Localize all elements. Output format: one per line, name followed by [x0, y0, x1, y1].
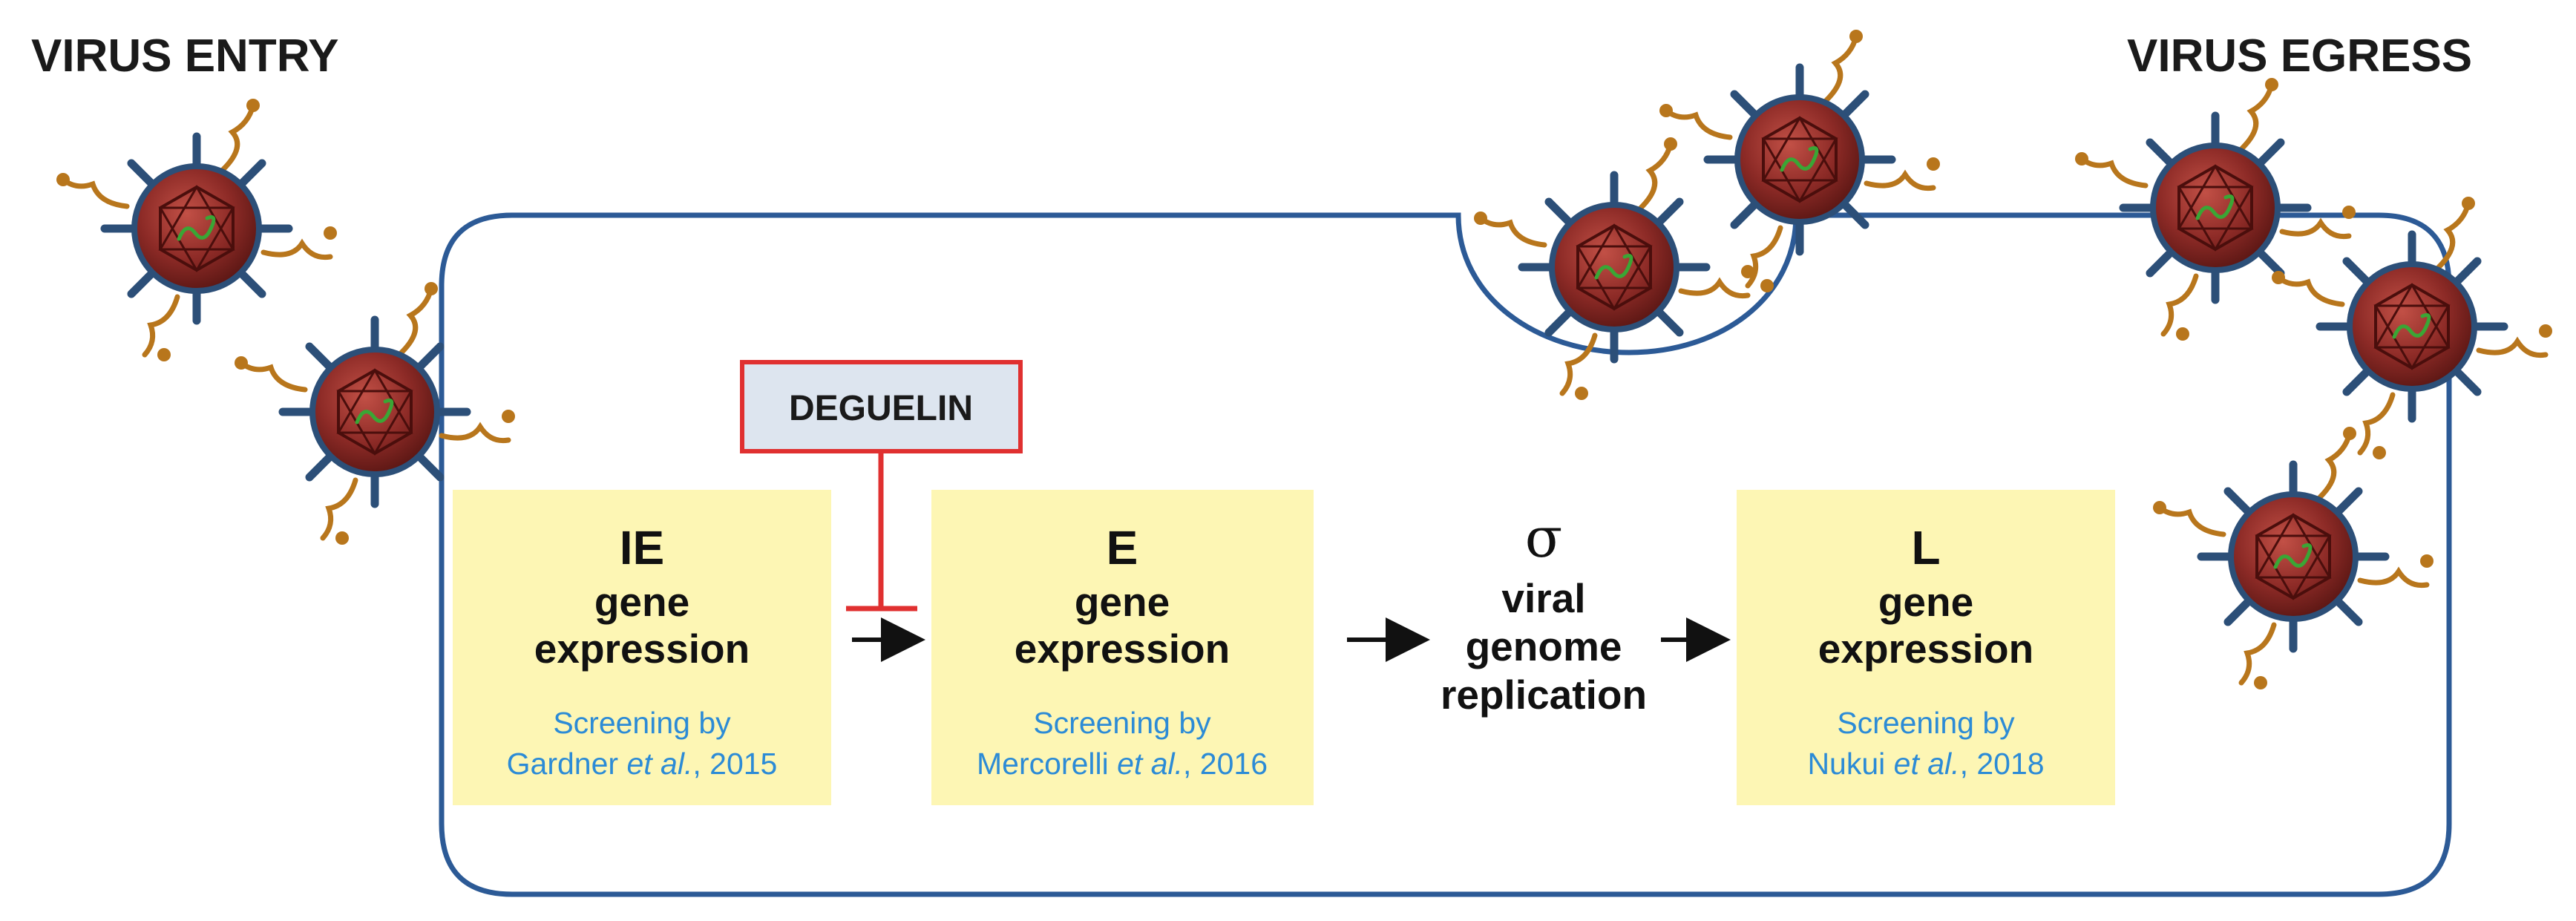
stage-line2: expression	[1015, 626, 1230, 672]
stage-box	[1737, 490, 2115, 805]
virion-icon	[1659, 30, 1940, 292]
stage-line2: expression	[1818, 626, 2033, 672]
reference-line2: Mercorelli et al., 2016	[977, 747, 1268, 781]
reference-line2: Gardner et al., 2015	[507, 747, 778, 781]
virion-icon	[1474, 137, 1754, 400]
inhibition-marker	[846, 451, 917, 612]
sigma-symbol: σ	[1525, 506, 1563, 570]
stage-line1: gene	[1075, 579, 1170, 625]
replication-line1: viral	[1501, 575, 1585, 621]
reference-line1: Screening by	[553, 706, 731, 740]
stage-box	[453, 490, 831, 805]
cell-membrane	[439, 212, 2452, 897]
virion-icon	[2272, 197, 2552, 459]
stage-ie: IE gene expression Screening by Gardner …	[453, 490, 831, 805]
deguelin-label: DEGUELIN	[789, 389, 973, 428]
stage-letter: L	[1911, 521, 1940, 574]
replication-line3: replication	[1441, 672, 1647, 718]
virion-icon	[2153, 427, 2434, 689]
reference-line1: Screening by	[1033, 706, 1211, 740]
stage-line1: gene	[594, 579, 689, 625]
virus-entry-label: VIRUS ENTRY	[31, 30, 339, 82]
stage-box	[931, 490, 1314, 805]
stage-letter: E	[1107, 521, 1138, 574]
virion-icon	[56, 99, 337, 361]
stage-l: L gene expression Screening by Nukui et …	[1737, 490, 2115, 805]
virion-icon	[2075, 78, 2356, 341]
stage-e: E gene expression Screening by Mercorell…	[931, 490, 1314, 805]
stage-line2: expression	[534, 626, 750, 672]
reference-line2: Nukui et al., 2018	[1807, 747, 2044, 781]
genome-replication: σ viral genome replication	[1441, 506, 1647, 718]
virus-egress-label: VIRUS EGRESS	[2127, 30, 2472, 82]
stage-line1: gene	[1878, 579, 1973, 625]
stage-letter: IE	[620, 521, 664, 574]
replication-line2: genome	[1466, 623, 1622, 669]
reference-line1: Screening by	[1837, 706, 2015, 740]
